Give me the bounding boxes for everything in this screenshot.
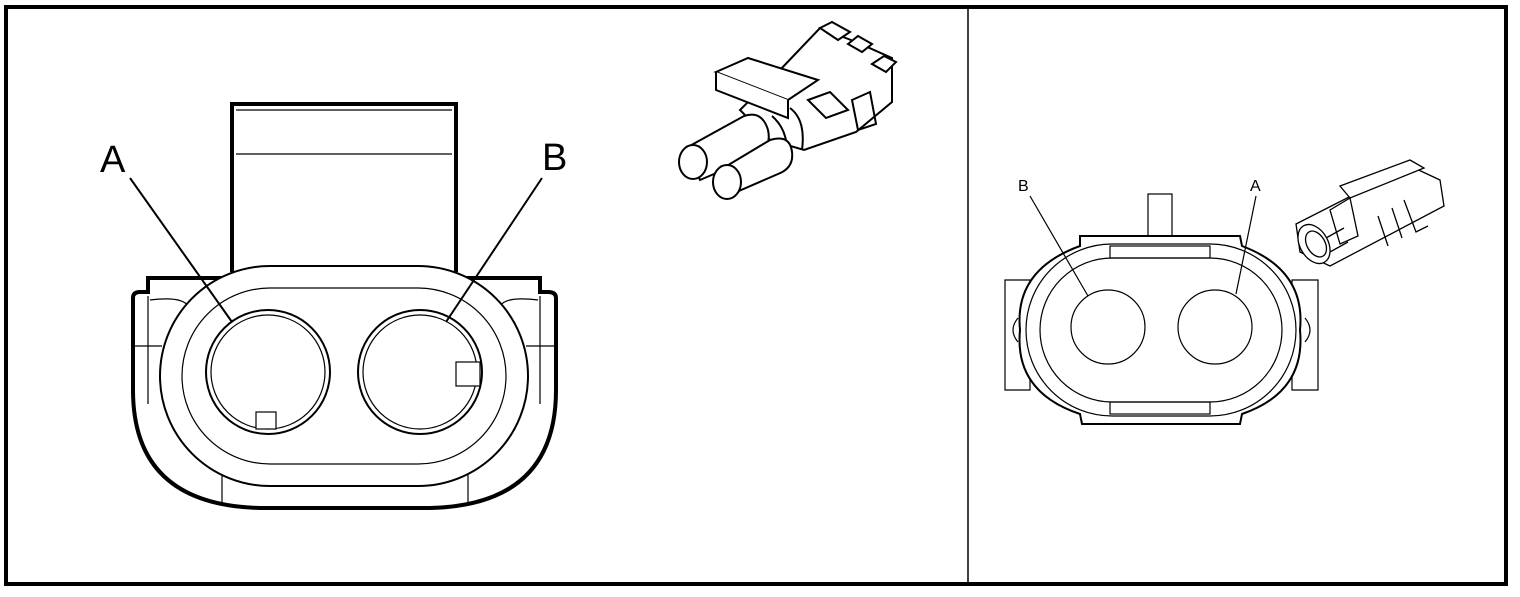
left-label-b: B xyxy=(542,137,567,179)
right-cavity-a xyxy=(1177,289,1253,365)
right-label-b: B xyxy=(1018,178,1029,195)
right-connector-face xyxy=(1004,193,1319,425)
left-cavity-a xyxy=(205,309,331,435)
left-label-a: A xyxy=(100,139,126,181)
left-oval-body xyxy=(159,265,529,487)
outer-frame xyxy=(4,5,1508,586)
right-oval-body xyxy=(1025,243,1297,417)
left-cavity-b xyxy=(357,309,483,435)
right-label-a: A xyxy=(1250,178,1261,195)
right-connector-iso xyxy=(1295,159,1445,267)
right-cavity-b xyxy=(1070,289,1146,365)
left-connector-face xyxy=(129,102,558,510)
left-latch-tab xyxy=(230,102,458,272)
left-connector-iso xyxy=(678,20,898,200)
right-latch-tab xyxy=(1147,193,1173,237)
